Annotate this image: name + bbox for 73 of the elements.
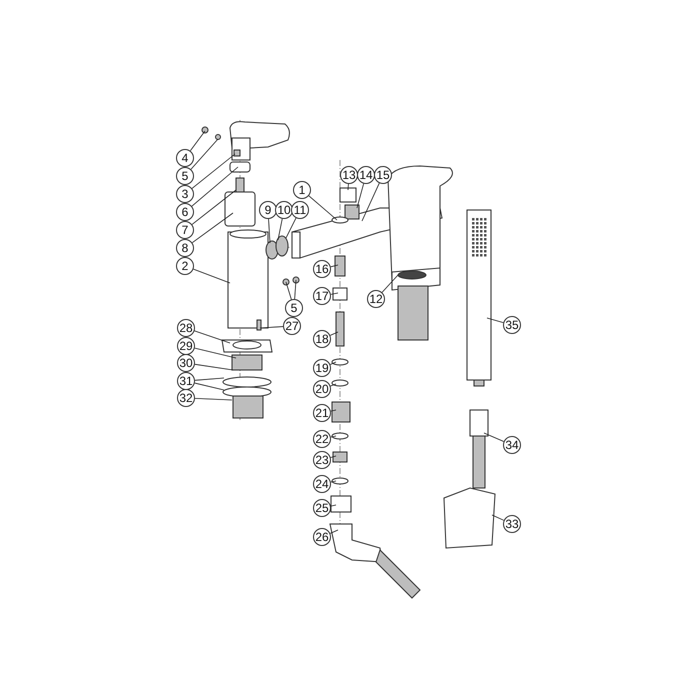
callout-number: 29 <box>177 337 195 355</box>
callout-number: 5 <box>285 299 303 317</box>
callout-number: 19 <box>313 359 331 377</box>
callout-number: 2 <box>176 257 194 275</box>
leader-line <box>194 378 224 381</box>
leader-line <box>194 330 230 344</box>
leader-line <box>330 456 336 458</box>
leader-line <box>268 218 270 244</box>
callout-number: 31 <box>177 372 195 390</box>
leader-line <box>294 280 296 300</box>
leader-line <box>194 364 234 370</box>
leader-line <box>330 530 338 534</box>
leader-line <box>484 432 504 442</box>
leader-line <box>192 154 236 189</box>
leader-line <box>260 326 284 328</box>
callout-number: 24 <box>313 475 331 493</box>
leader-line <box>278 218 283 240</box>
callout-number: 7 <box>176 221 194 239</box>
callout-number: 18 <box>313 330 331 348</box>
leader-line <box>492 514 504 521</box>
callout-number: 30 <box>177 354 195 372</box>
callout-number: 34 <box>503 436 521 454</box>
callout-number: 14 <box>357 166 375 184</box>
leader-line <box>286 282 292 300</box>
leader-line <box>330 362 336 365</box>
callout-number: 23 <box>313 451 331 469</box>
leader-line <box>194 398 232 400</box>
leader-line <box>356 183 364 208</box>
callout-number: 21 <box>313 404 331 422</box>
leader-line <box>330 410 336 412</box>
callout-number: 35 <box>503 316 521 334</box>
callout-number: 10 <box>275 201 293 219</box>
leader-line <box>330 332 338 336</box>
leader-line <box>191 166 238 207</box>
callout-number: 5 <box>176 167 194 185</box>
callout-number: 8 <box>176 239 194 257</box>
callout-number: 27 <box>283 317 301 335</box>
callout-number: 25 <box>313 499 331 517</box>
callout-number: 20 <box>313 380 331 398</box>
callout-number: 28 <box>177 319 195 337</box>
leader-line <box>330 504 336 507</box>
callout-number: 16 <box>313 260 331 278</box>
callout-number: 6 <box>176 203 194 221</box>
leader-line <box>382 274 398 293</box>
callout-number: 32 <box>177 389 195 407</box>
callout-number: 15 <box>374 166 392 184</box>
callout-number: 3 <box>176 185 194 203</box>
callout-number: 33 <box>503 515 521 533</box>
callout-number: 17 <box>313 287 331 305</box>
leader-line <box>286 218 296 238</box>
leader-line <box>330 292 338 295</box>
leader-line <box>192 190 236 225</box>
callout-number: 9 <box>259 201 277 219</box>
callout-number: 22 <box>313 430 331 448</box>
leader-line <box>193 268 230 284</box>
leader-line <box>330 480 336 483</box>
callout-number: 1 <box>293 181 311 199</box>
leader-line <box>194 382 224 390</box>
callout-number: 4 <box>176 149 194 167</box>
leader-line <box>486 318 504 323</box>
leader-line <box>192 212 234 244</box>
callout-number: 11 <box>291 201 309 219</box>
callout-number: 13 <box>340 166 358 184</box>
leader-line <box>194 348 236 358</box>
callout-number: 26 <box>313 528 331 546</box>
leader-line <box>308 195 338 220</box>
leader-line <box>348 184 349 190</box>
callout-number: 12 <box>367 290 385 308</box>
leader-line <box>362 182 380 222</box>
leader-line <box>330 384 336 386</box>
leader-line <box>190 130 206 152</box>
leader-line <box>330 436 336 438</box>
leader-line <box>190 138 218 170</box>
